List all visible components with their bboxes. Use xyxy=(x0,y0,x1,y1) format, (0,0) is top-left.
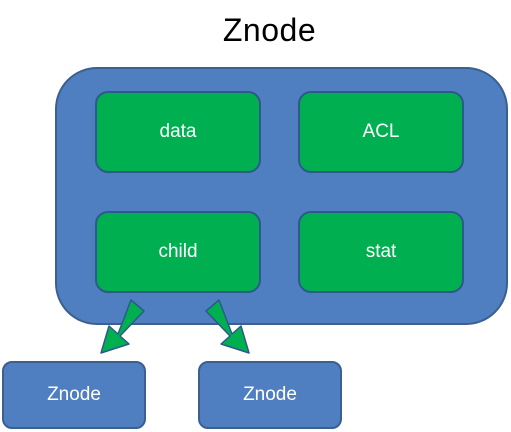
znode-container: data ACL child stat xyxy=(55,67,508,325)
field-data: data xyxy=(95,91,261,173)
child-znode-right: Znode xyxy=(198,361,342,429)
field-acl: ACL xyxy=(298,91,464,173)
diagram-title: Znode xyxy=(222,12,317,48)
field-child: child xyxy=(95,211,261,293)
field-stat: stat xyxy=(298,211,464,293)
child-znode-left: Znode xyxy=(2,361,146,429)
